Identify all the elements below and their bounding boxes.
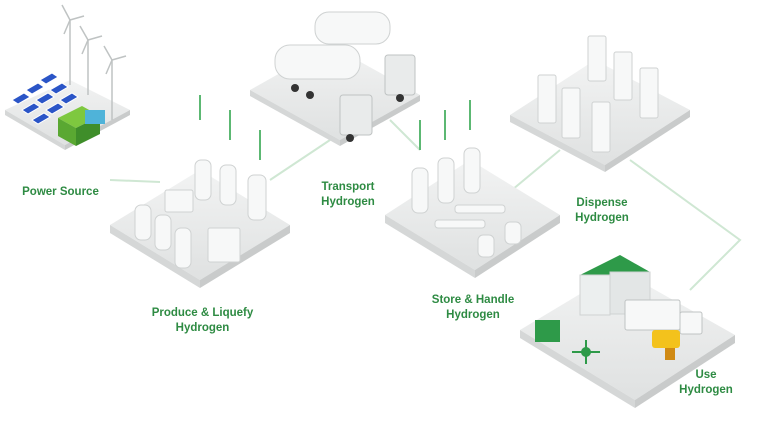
power-source-platform	[5, 4, 130, 150]
dispenser-icon	[537, 35, 659, 153]
tanker-truck-icon	[274, 11, 416, 142]
label-store-handle-line2: Hydrogen	[446, 309, 500, 321]
label-dispense-line1: Dispense	[576, 197, 628, 209]
label-dispense: Dispense Hydrogen	[562, 196, 642, 226]
transport-platform	[250, 11, 420, 146]
dispense-platform	[510, 35, 690, 172]
label-use: Use Hydrogen	[666, 368, 746, 398]
label-produce-liquefy: Produce & Liquefy Hydrogen	[135, 306, 270, 336]
label-power-source-line1: Power Source	[22, 186, 99, 198]
electrolyzer-building-icon	[58, 106, 105, 146]
label-store-handle-line1: Store & Handle	[431, 294, 515, 306]
connector-dispense-use	[629, 159, 742, 291]
label-produce-liquefy-line2: Hydrogen	[175, 322, 230, 334]
label-power-source: Power Source	[18, 185, 103, 200]
label-transport-line2: Hydrogen	[321, 196, 375, 208]
delivery-truck-icon	[624, 299, 703, 335]
forklift-icon	[652, 330, 680, 360]
liquefier-tank-icon	[134, 159, 267, 269]
label-use-line1: Use	[695, 369, 717, 381]
drone-icon	[572, 340, 600, 364]
store-handle-platform	[385, 100, 560, 278]
label-transport: Transport Hydrogen	[308, 180, 388, 210]
label-use-line2: Hydrogen	[679, 384, 733, 396]
connector-transport-store	[389, 119, 421, 151]
label-store-handle: Store & Handle Hydrogen	[418, 293, 528, 323]
connector-power-produce	[109, 179, 161, 183]
label-dispense-line2: Hydrogen	[575, 212, 629, 224]
connector-produce-transport	[269, 139, 331, 181]
use-platform	[520, 255, 735, 408]
wind-turbine-icon	[61, 4, 127, 120]
label-transport-line1: Transport	[321, 181, 375, 193]
storage-tank-icon	[411, 147, 522, 258]
produce-liquefy-platform	[110, 95, 290, 288]
solar-panel-icon	[11, 72, 79, 125]
label-produce-liquefy-line1: Produce & Liquefy	[151, 307, 254, 319]
